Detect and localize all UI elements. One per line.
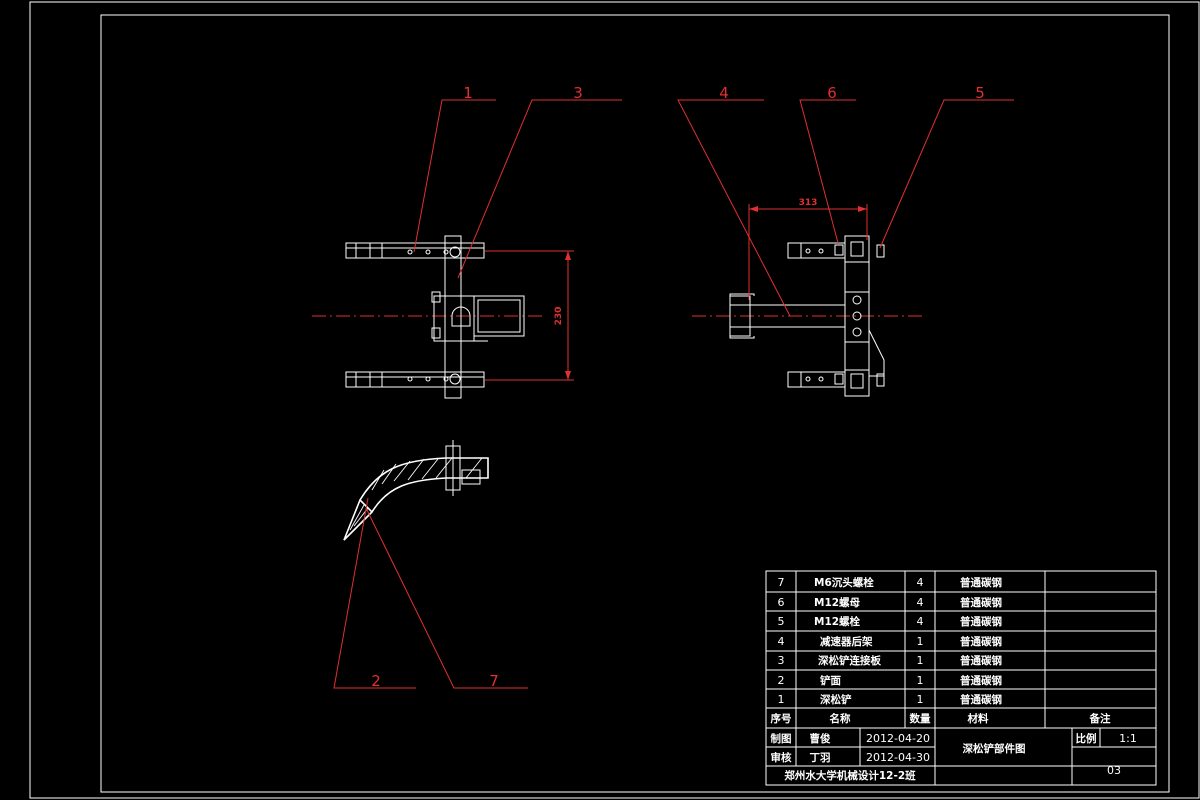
bom-row-6-qty: 4 [917,596,924,609]
bom-row-5-name: M12螺栓 [814,615,861,628]
bom-row-1-name: 深松铲 [820,693,852,706]
bom-table: 7 M6沉头螺栓 4 普通碳钢 6 M12螺母 4 普通碳钢 5 M12螺栓 4… [765,570,1157,729]
bom-row-3-no: 3 [778,654,785,667]
balloon-4: 4 [719,84,729,102]
scale-value: 1:1 [1119,732,1137,745]
checked-by-label: 审核 [771,751,792,764]
bom-row-7-no: 7 [778,576,785,589]
bom-row-7-material: 普通碳钢 [960,576,1002,589]
balloon-2: 2 [371,672,381,690]
bom-row-3-name: 深松铲连接板 [818,654,881,667]
balloon-5: 5 [975,84,985,102]
title-block: 制图 曹俊 2012-04-20 审核 丁羽 2012-04-30 深松铲部件图… [765,727,1157,786]
sheet-number: 03 [1107,764,1121,777]
bom-header-material: 材料 [967,712,989,725]
bom-row-3-qty: 1 [917,654,924,667]
balloon-1: 1 [463,84,473,102]
school-class: 郑州水大学机械设计12-2班 [784,769,916,782]
bom-row-1-no: 1 [778,693,785,706]
bom-header-remark: 备注 [1089,712,1112,725]
bom-header-name: 名称 [830,712,851,725]
bom-row-7-name: M6沉头螺栓 [814,576,874,589]
bom-row-4-no: 4 [778,635,785,648]
bom-row-6-name: M12螺母 [814,596,861,609]
top-view: 230 [312,235,574,399]
bom-row-2-no: 2 [778,674,785,687]
drawn-date: 2012-04-20 [866,732,930,745]
balloon-3: 3 [573,84,583,102]
leader-lines [333,99,1014,689]
drawn-by-label: 制图 [771,732,792,745]
shovel-section-view [343,440,489,541]
bom-header-qty: 数量 [909,712,931,725]
bom-row-1-material: 普通碳钢 [960,693,1002,706]
bom-row-2-qty: 1 [917,674,924,687]
outer-frame [29,1,1200,799]
balloon-7: 7 [489,672,499,690]
bom-row-4-name: 减速器后架 [820,635,873,648]
drawn-by-name: 曹俊 [810,732,831,745]
bom-row-4-qty: 1 [917,635,924,648]
bom-row-7-qty: 4 [917,576,924,589]
dimension-313: 313 [799,198,818,208]
bom-row-5-no: 5 [778,615,785,628]
bom-row-5-qty: 4 [917,615,924,628]
bom-row-2-name: 铲面 [820,674,841,687]
dimension-230: 230 [554,307,564,326]
checked-by-name: 丁羽 [810,752,831,764]
bom-row-6-material: 普通碳钢 [960,596,1002,609]
scale-label: 比例 [1076,732,1097,745]
bom-header-no: 序号 [771,712,792,725]
bom-row-1-qty: 1 [917,693,924,706]
bom-row-2-material: 普通碳钢 [960,674,1002,687]
side-view: 313 [692,198,925,397]
bom-row-5-material: 普通碳钢 [960,615,1002,628]
bom-row-4-material: 普通碳钢 [960,635,1002,648]
checked-date: 2012-04-30 [866,751,930,764]
balloon-6: 6 [827,84,837,102]
bom-row-6-no: 6 [778,596,785,609]
drawing-title: 深松铲部件图 [963,742,1026,755]
bom-row-3-material: 普通碳钢 [960,654,1002,667]
inner-frame [100,14,1170,793]
